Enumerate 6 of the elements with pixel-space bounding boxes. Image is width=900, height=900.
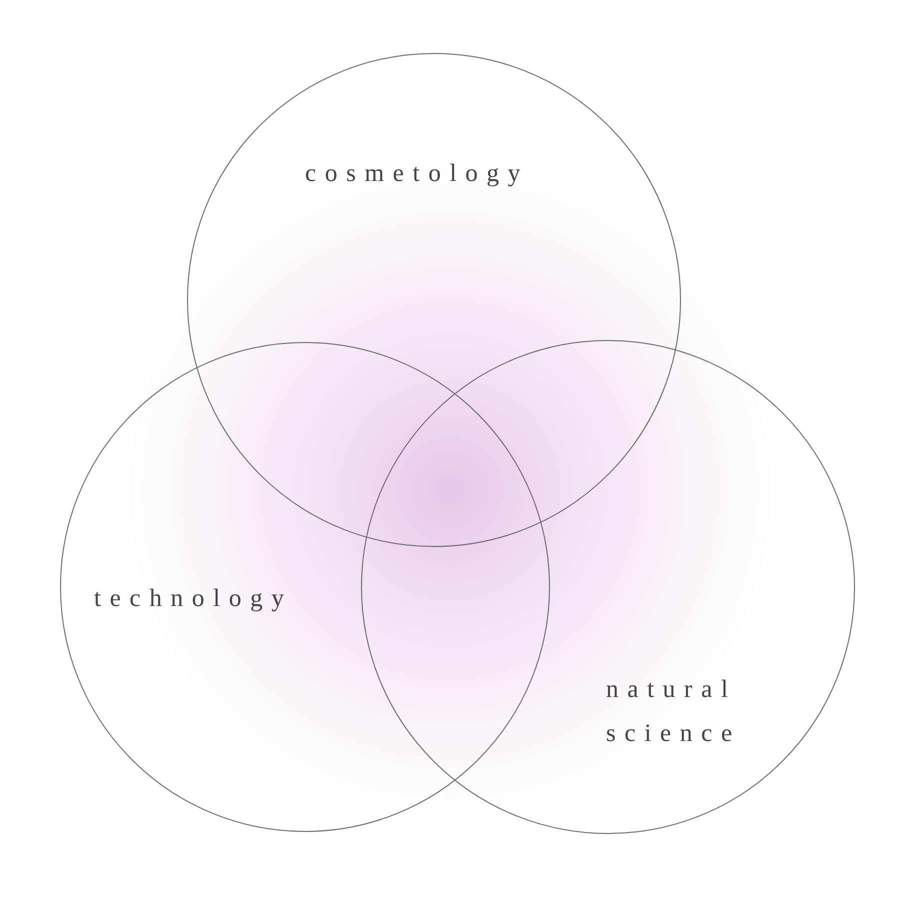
circle-label: natural science: [606, 675, 742, 749]
circle-label: cosmetology: [305, 159, 530, 189]
venn-circle: [60, 342, 550, 832]
circle-label: technology: [94, 584, 294, 614]
venn-circle: [361, 340, 855, 834]
venn-circle: [187, 53, 681, 547]
